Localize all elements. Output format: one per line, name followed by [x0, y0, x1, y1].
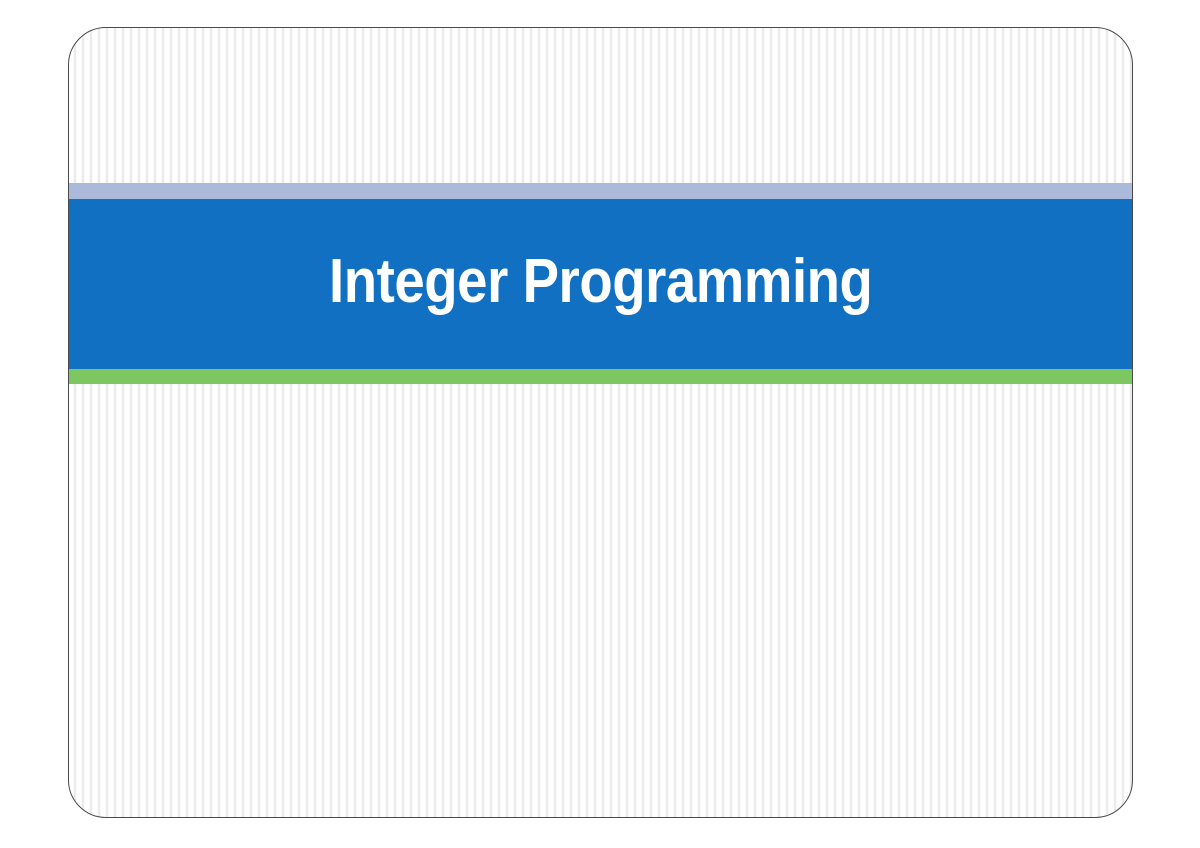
title-banner: Integer Programming — [69, 199, 1132, 369]
bottom-accent-bar — [69, 369, 1132, 384]
slide-title: Integer Programming — [328, 247, 873, 316]
top-accent-bar — [69, 183, 1132, 199]
slide-canvas: Integer Programming — [68, 27, 1133, 818]
title-band-group: Integer Programming — [69, 183, 1132, 384]
